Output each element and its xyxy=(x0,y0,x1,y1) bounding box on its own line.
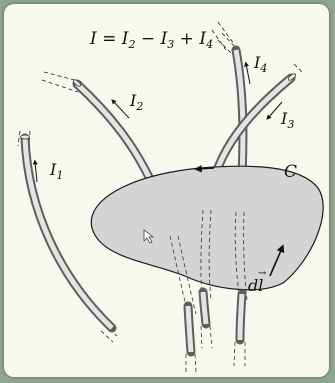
current-arrow-i4 xyxy=(244,61,251,85)
current-arrow-i2 xyxy=(111,99,130,119)
dl-arrow xyxy=(269,244,285,277)
surface-loop-c xyxy=(90,165,324,291)
ampere-law-diagram: I = I2 − I3 + I4 I1 I2 I4 I3 C dl → xyxy=(17,21,324,373)
label-i4: I4 xyxy=(253,53,267,75)
current-arrow-i3 xyxy=(266,101,283,120)
wire-dashed-extensions-bottom xyxy=(185,325,246,373)
wire-i1-end xyxy=(20,134,30,140)
label-loop-c: C xyxy=(284,162,297,182)
label-dl-vector-arrow: → xyxy=(258,268,267,279)
label-dl: dl xyxy=(248,276,263,295)
loop-arrow-top xyxy=(194,165,215,173)
current-arrow-i1 xyxy=(32,159,38,183)
label-i1: I1 xyxy=(49,160,63,182)
diagram-panel: I = I2 − I3 + I4 I1 I2 I4 I3 C dl → xyxy=(4,4,329,377)
label-i2: I2 xyxy=(129,91,143,113)
mouse-cursor-icon xyxy=(143,229,155,244)
label-i3: I3 xyxy=(280,109,294,131)
formula: I = I2 − I3 + I4 xyxy=(89,29,213,51)
